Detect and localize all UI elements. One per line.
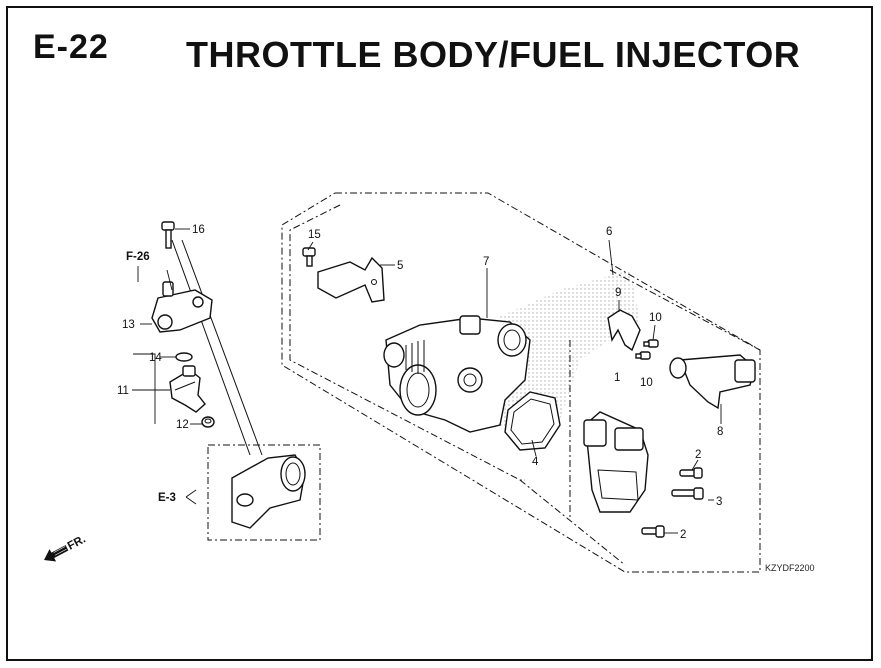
callout-5: 5 xyxy=(397,260,403,272)
callout-1: 1 xyxy=(614,372,620,384)
part-14-o-ring[interactable] xyxy=(175,352,193,362)
drawing-code: KZYDF2200 xyxy=(765,563,815,573)
callout-6: 6 xyxy=(606,226,612,238)
page-title: THROTTLE BODY/FUEL INJECTOR xyxy=(186,34,801,75)
intake-reference-box xyxy=(207,444,321,541)
callout-7: 7 xyxy=(483,256,489,268)
assembly-boundary-inner xyxy=(289,204,525,481)
callout-4: 4 xyxy=(532,456,539,468)
part-16-bolt[interactable] xyxy=(161,221,175,249)
part-1-control-unit[interactable] xyxy=(583,411,649,513)
intake-pipe xyxy=(231,454,306,529)
callout-13: 13 xyxy=(122,319,135,331)
part-2-bolt-upper[interactable] xyxy=(679,467,703,479)
callout-15: 15 xyxy=(308,229,321,241)
front-direction-arrow xyxy=(44,545,69,562)
part-7-throttle-body[interactable] xyxy=(383,315,531,433)
part-4-gasket[interactable] xyxy=(504,391,561,451)
reference-f26: F-26 xyxy=(126,251,150,263)
part-12-seal-ring[interactable] xyxy=(201,416,215,428)
callout-16: 16 xyxy=(192,224,205,236)
part-3-bolt[interactable] xyxy=(671,487,704,500)
injector-axis-line-2 xyxy=(181,239,263,456)
part-15-screw[interactable] xyxy=(302,247,316,267)
front-direction-label: FR. xyxy=(66,533,88,552)
callout-2b: 2 xyxy=(680,529,686,541)
callout-14: 14 xyxy=(149,352,162,364)
callout-10b: 10 xyxy=(640,377,653,389)
reference-e3: E-3 xyxy=(158,492,176,504)
callout-9: 9 xyxy=(615,287,621,299)
callout-11: 11 xyxy=(117,385,129,397)
sub-boundary-3 xyxy=(609,269,761,351)
callout-10a: 10 xyxy=(649,312,662,324)
part-13-joint[interactable] xyxy=(151,281,213,333)
callout-3: 3 xyxy=(716,496,722,508)
part-2-bolt-lower[interactable] xyxy=(641,525,665,538)
callout-2a: 2 xyxy=(695,449,701,461)
part-11-fuel-injector[interactable] xyxy=(169,365,206,413)
part-5-bracket[interactable] xyxy=(317,256,385,303)
callout-12: 12 xyxy=(176,419,189,431)
part-10-screw-a[interactable] xyxy=(643,339,659,348)
assembly-boundary-outer xyxy=(281,192,761,573)
page-code: E-22 xyxy=(33,28,109,66)
callout-8: 8 xyxy=(717,426,723,438)
injector-axis-line xyxy=(171,239,251,456)
part-10-screw-b[interactable] xyxy=(635,351,651,360)
part-8-sensor[interactable] xyxy=(669,354,756,410)
part-9-plate[interactable] xyxy=(607,309,641,352)
